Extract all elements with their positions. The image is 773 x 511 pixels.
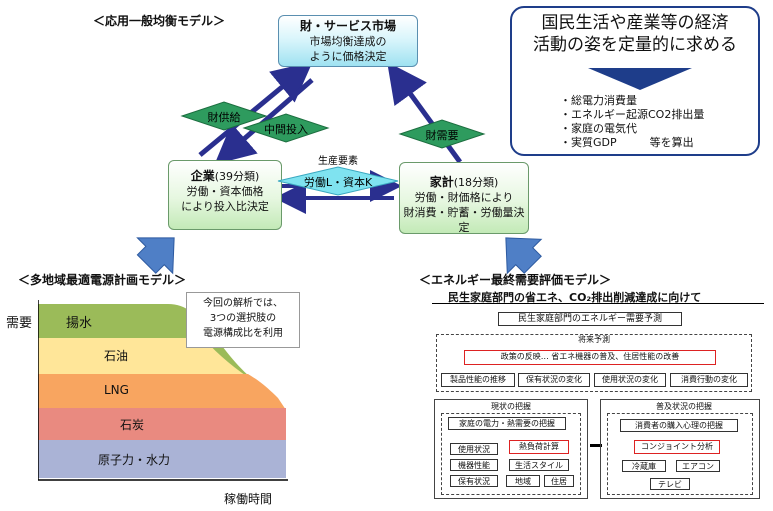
market-line2: ように価格決定 [309, 50, 387, 63]
household-line2: 財消費・貯蓄・労働量決定 [403, 206, 525, 234]
goal-item: ・家庭の電気代 [560, 122, 637, 135]
household-line1: 労働・財価格により [414, 191, 514, 204]
factor-box: 使用状況の変化 [594, 373, 666, 387]
market-title: 財・サービス市場 [299, 19, 396, 33]
firm-line2: により投入比決定 [181, 200, 269, 213]
forecast-label: 将来予測 [578, 335, 610, 344]
demand-forecast-box: 民生家庭部門のエネルギー需要予測 [498, 312, 682, 326]
household-count: (18分類) [453, 176, 499, 189]
cge-section-title: ＜応用一般均衡モデル＞ [93, 14, 226, 28]
market-box: 財・サービス市場 市場均衡達成の ように価格決定 [278, 15, 418, 67]
demand-section-title: ＜エネルギー最終需要評価モデル＞ [419, 273, 612, 287]
demand-y-label: 需要 [6, 316, 33, 331]
heat-load-calc: 熱負荷計算 [509, 440, 569, 454]
layer-label-nuclear: 原子力・水力 [98, 453, 171, 467]
factors-title: 生産要素 [318, 156, 358, 167]
factors-label: 労働L・資本K [303, 176, 373, 189]
current-inner [441, 413, 581, 495]
goal-item: ・エネルギー起源CO2排出量 [560, 108, 705, 121]
layer-label-pumped: 揚水 [66, 316, 93, 331]
demand-header: 民生家庭部門の省エネ、CO₂排出削減達成に向けて [448, 291, 702, 304]
demand-label: 財需要 [425, 129, 459, 142]
diffusion-inner [607, 413, 753, 495]
goal-line2: 活動の姿を定量的に求める [533, 35, 737, 55]
diffusion-item: 冷蔵庫 [622, 460, 666, 472]
supply-label: 財供給 [207, 111, 241, 124]
current-title: 現状の把握 [491, 402, 531, 411]
current-item: 地域 [506, 475, 540, 487]
factor-box: 保有状況の変化 [518, 373, 590, 387]
firm-line1: 労働・資本価格 [186, 185, 264, 198]
layer-label-coal: 石炭 [120, 418, 145, 432]
header-underline [432, 303, 764, 304]
forecast-group [436, 334, 752, 392]
household-box: 家計(18分類) 労働・財価格により 財消費・貯蓄・労働量決定 [399, 162, 529, 234]
x-axis-label: 稼働時間 [224, 492, 273, 506]
layer-label-lng: LNG [104, 383, 129, 397]
diffusion-group [600, 399, 760, 499]
goal-box: 国民生活や産業等の経済 活動の姿を定量的に求める ・総電力消費量 ・エネルギー起… [510, 6, 760, 156]
market-line1: 市場均衡達成の [309, 35, 387, 48]
layer-label-oil: 石油 [104, 349, 129, 363]
goal-item: ・実質GDP 等を算出 [560, 136, 694, 149]
current-item: 保有状況 [450, 475, 498, 487]
factor-box: 製品性能の推移 [441, 373, 515, 387]
policy-box: 政策の反映… 省エネ機器の普及、住居性能の改善 [464, 350, 716, 365]
current-item: 機器性能 [450, 459, 498, 471]
supply-section-title: ＜多地域最適電源計画モデル＞ [18, 273, 187, 287]
layer-nuclear [38, 440, 286, 478]
household-title: 家計 [429, 175, 454, 189]
goal-item: ・総電力消費量 [560, 94, 637, 107]
diffusion-sub: 消費者の購入心理の把握 [620, 419, 738, 432]
group-connector [590, 444, 602, 447]
intermediate-label: 中間投入 [264, 123, 308, 136]
current-item: 生活スタイル [509, 459, 569, 471]
load-duration-chart [38, 300, 288, 481]
note-box: 今回の解析では、 3つの選択肢の 電源構成比を利用 [186, 292, 300, 348]
current-group [434, 399, 588, 499]
factor-box: 消費行動の変化 [670, 373, 748, 387]
firm-title: 企業 [190, 169, 215, 183]
diffusion-item: テレビ [650, 478, 690, 490]
diffusion-item: エアコン [676, 460, 720, 472]
diffusion-title: 普及状況の把握 [656, 402, 712, 411]
current-item: 使用状況 [450, 443, 498, 455]
conjoint-analysis: コンジョイント分析 [634, 440, 720, 454]
current-sub: 家庭の電力・熱需要の把握 [448, 417, 566, 430]
firm-box: 企業(39分類) 労働・資本価格 により投入比決定 [168, 160, 282, 230]
goal-line1: 国民生活や産業等の経済 [541, 13, 729, 33]
layer-coal [38, 408, 286, 440]
current-item: 住居 [544, 475, 574, 487]
firm-count: (39分類) [214, 170, 260, 183]
